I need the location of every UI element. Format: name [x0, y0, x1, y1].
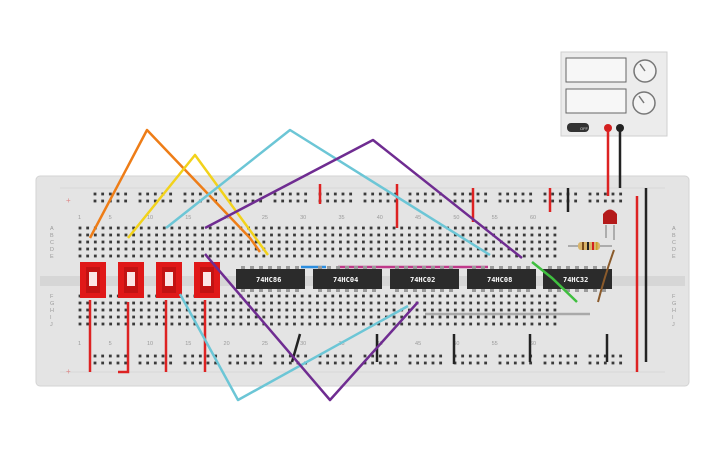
row-letter: I	[672, 315, 674, 321]
column-number: 15	[185, 215, 191, 221]
column-number: 50	[453, 341, 459, 347]
column-number: 15	[185, 341, 191, 347]
orange-wire[interactable]	[88, 128, 262, 253]
yellow-wire[interactable]	[127, 153, 270, 256]
column-number: 60	[530, 215, 536, 221]
ic-chip[interactable]: 74HC04	[313, 266, 382, 292]
psu-switch-label: OFF	[580, 126, 589, 131]
row-letter: F	[50, 294, 54, 300]
row-letter: A	[672, 226, 676, 232]
ic-chip[interactable]: 74HC86	[236, 266, 305, 292]
psu-positive-terminal[interactable]	[604, 124, 612, 132]
column-number: 30	[300, 215, 306, 221]
row-letter: G	[672, 301, 676, 307]
dip-switch[interactable]	[156, 262, 182, 298]
row-letter: D	[672, 247, 676, 253]
row-letter: A	[50, 226, 54, 232]
column-number: 25	[262, 341, 268, 347]
dip-switch[interactable]	[118, 262, 144, 298]
psu-negative-terminal[interactable]	[616, 124, 624, 132]
row-letter: B	[50, 233, 54, 239]
red-wire[interactable]	[118, 302, 130, 374]
column-number: 55	[492, 341, 498, 347]
ic-chip[interactable]: 74HC02	[390, 266, 459, 292]
row-letter: I	[50, 315, 52, 321]
psu-power-switch[interactable]	[567, 123, 589, 132]
column-number: 50	[453, 215, 459, 221]
column-number: 35	[338, 215, 344, 221]
column-number: 10	[147, 215, 153, 221]
column-number: 10	[147, 341, 153, 347]
row-letter: C	[672, 240, 676, 246]
row-letter: H	[50, 308, 54, 314]
column-number: 40	[377, 215, 383, 221]
chip-label: 74HC04	[333, 276, 358, 284]
column-number: 45	[415, 215, 421, 221]
chip-label: 74HC32	[563, 276, 588, 284]
dip-switches	[80, 262, 220, 298]
row-letter: F	[672, 294, 676, 300]
cyan-wire[interactable]	[178, 293, 409, 402]
resistor[interactable]	[568, 242, 612, 250]
purple-wire[interactable]	[204, 253, 419, 402]
column-number: 5	[109, 341, 112, 347]
row-letter: C	[50, 240, 54, 246]
ic-chip[interactable]: 74HC08	[467, 266, 536, 292]
green-wire[interactable]	[531, 261, 578, 303]
row-letter: E	[672, 254, 676, 260]
chip-label: 74HC86	[256, 276, 281, 284]
row-letter: H	[672, 308, 676, 314]
column-number: 45	[415, 341, 421, 347]
power-supply[interactable]: OFF	[560, 51, 668, 137]
column-number: 20	[224, 341, 230, 347]
cyan-wire[interactable]	[165, 128, 491, 257]
ic-chip[interactable]: 74HC32	[543, 266, 612, 292]
psu-display-bottom	[565, 88, 627, 114]
purple-wire[interactable]	[204, 138, 523, 259]
row-letter: D	[50, 247, 54, 253]
led[interactable]	[603, 209, 617, 241]
column-number: 55	[492, 215, 498, 221]
chip-label: 74HC08	[487, 276, 512, 284]
brown-wire[interactable]	[597, 249, 615, 303]
row-letter: E	[50, 254, 54, 260]
column-number: 5	[109, 215, 112, 221]
row-letter: B	[672, 233, 676, 239]
row-letter: J	[50, 322, 53, 328]
column-number: 30	[300, 341, 306, 347]
chip-label: 74HC02	[410, 276, 435, 284]
plus-marker-bottom: +	[66, 367, 71, 376]
ic-chips: 74HC86 74HC04 74HC02 74HC08 74HC32	[236, 266, 612, 292]
row-letter: J	[672, 322, 675, 328]
column-number: 1	[78, 341, 81, 347]
plus-marker-top: +	[66, 196, 71, 205]
psu-display-top	[565, 57, 627, 83]
column-number: 1	[78, 215, 81, 221]
column-number: 25	[262, 215, 268, 221]
dip-switch[interactable]	[80, 262, 106, 298]
column-number: 60	[530, 341, 536, 347]
row-letter: G	[50, 301, 54, 307]
